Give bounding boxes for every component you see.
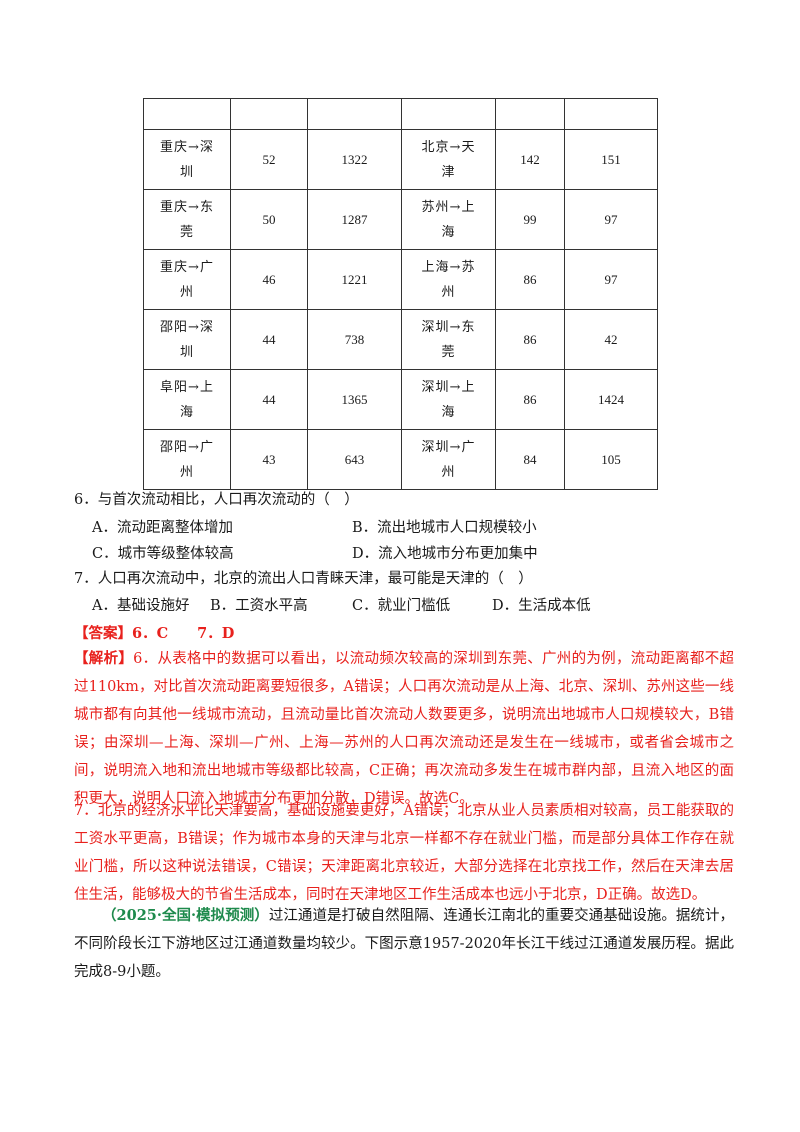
value-cell: 151 <box>564 129 658 190</box>
analysis-paragraph-6: 【解析】6．从表格中的数据可以看出，以流动频次较高的深圳到东莞、广州的为例，流动… <box>74 645 734 813</box>
value-cell: 46 <box>230 249 308 310</box>
value-cell: 42 <box>564 309 658 370</box>
question-7-option-c: C．就业门槛低 <box>352 598 451 614</box>
table-row: 重庆→深圳 52 1322 北京→天津 142 151 <box>143 129 658 190</box>
route-cell: 邵阳→广州 <box>143 429 231 490</box>
answer-text: 6．C 7．D <box>132 625 235 642</box>
value-cell: 86 <box>495 309 565 370</box>
value-cell: 44 <box>230 369 308 430</box>
table-cell <box>495 98 565 130</box>
analysis-label: 【解析】 <box>74 650 134 667</box>
value-cell: 86 <box>495 249 565 310</box>
value-cell: 43 <box>230 429 308 490</box>
analysis-paragraph-7: 7．北京的经济水平比天津要高，基础设施要更好，A错误；北京从业人员素质相对较高，… <box>74 803 734 903</box>
value-cell: 738 <box>307 309 402 370</box>
route-cell: 重庆→东莞 <box>143 189 231 250</box>
route-cell: 上海→苏州 <box>401 249 496 310</box>
value-cell: 1424 <box>564 369 658 430</box>
table-cell <box>143 98 231 130</box>
question-7-option-a: A．基础设施好 <box>92 598 190 614</box>
question-7-stem: 7．人口再次流动中，北京的流出人口青睐天津，最可能是天津的（ ） <box>74 571 533 587</box>
analysis-text-6: 6．从表格中的数据可以看出，以流动频次较高的深圳到东莞、广州的为例，流动距离都不… <box>74 651 734 807</box>
value-cell: 44 <box>230 309 308 370</box>
table-row: 阜阳→上海 44 1365 深圳→上海 86 1424 <box>143 369 658 430</box>
route-cell: 北京→天津 <box>401 129 496 190</box>
route-cell: 阜阳→上海 <box>143 369 231 430</box>
question-6-option-b: B．流出地城市人口规模较小 <box>352 520 537 536</box>
table-cell <box>564 98 658 130</box>
table-header-row <box>143 98 658 130</box>
value-cell: 1221 <box>307 249 402 310</box>
question-6-option-d: D．流入地城市分布更加集中 <box>352 546 538 562</box>
table-row: 重庆→东莞 50 1287 苏州→上海 99 97 <box>143 189 658 250</box>
value-cell: 97 <box>564 249 658 310</box>
table-cell <box>307 98 402 130</box>
value-cell: 1322 <box>307 129 402 190</box>
route-cell: 深圳→东莞 <box>401 309 496 370</box>
migration-table: 重庆→深圳 52 1322 北京→天津 142 151 重庆→东莞 50 128… <box>143 98 658 490</box>
route-cell: 重庆→广州 <box>143 249 231 310</box>
question-7-option-b: B．工资水平高 <box>210 598 308 614</box>
value-cell: 86 <box>495 369 565 430</box>
route-cell: 重庆→深圳 <box>143 129 231 190</box>
value-cell: 52 <box>230 129 308 190</box>
route-cell: 深圳→广州 <box>401 429 496 490</box>
answer-line: 【答案】6．C 7．D <box>74 622 234 643</box>
question-6-option-a: A．流动距离整体增加 <box>92 520 233 536</box>
table-row: 邵阳→深圳 44 738 深圳→东莞 86 42 <box>143 309 658 370</box>
route-cell: 深圳→上海 <box>401 369 496 430</box>
question-6-option-c: C．城市等级整体较高 <box>92 546 234 562</box>
answer-label: 【答案】 <box>74 625 132 642</box>
table-cell <box>230 98 308 130</box>
question-6-stem: 6．与首次流动相比，人口再次流动的（ ） <box>74 492 359 508</box>
table-cell <box>401 98 496 130</box>
value-cell: 50 <box>230 189 308 250</box>
value-cell: 643 <box>307 429 402 490</box>
table-row: 重庆→广州 46 1221 上海→苏州 86 97 <box>143 249 658 310</box>
value-cell: 97 <box>564 189 658 250</box>
question-source-paragraph: （2025·全国·模拟预测）过江通道是打破自然阻隔、连通长江南北的重要交通基础设… <box>74 902 734 986</box>
source-text: 过江通道是打破自然阻隔、连通长江南北的重要交通基础设施。据统计，不同阶段长江下游… <box>74 908 735 980</box>
value-cell: 84 <box>495 429 565 490</box>
table-row: 邵阳→广州 43 643 深圳→广州 84 105 <box>143 429 658 490</box>
source-tag: （2025·全国·模拟预测） <box>102 907 269 924</box>
value-cell: 142 <box>495 129 565 190</box>
route-cell: 苏州→上海 <box>401 189 496 250</box>
value-cell: 1287 <box>307 189 402 250</box>
value-cell: 99 <box>495 189 565 250</box>
route-cell: 邵阳→深圳 <box>143 309 231 370</box>
value-cell: 105 <box>564 429 658 490</box>
value-cell: 1365 <box>307 369 402 430</box>
question-7-option-d: D．生活成本低 <box>492 598 591 614</box>
